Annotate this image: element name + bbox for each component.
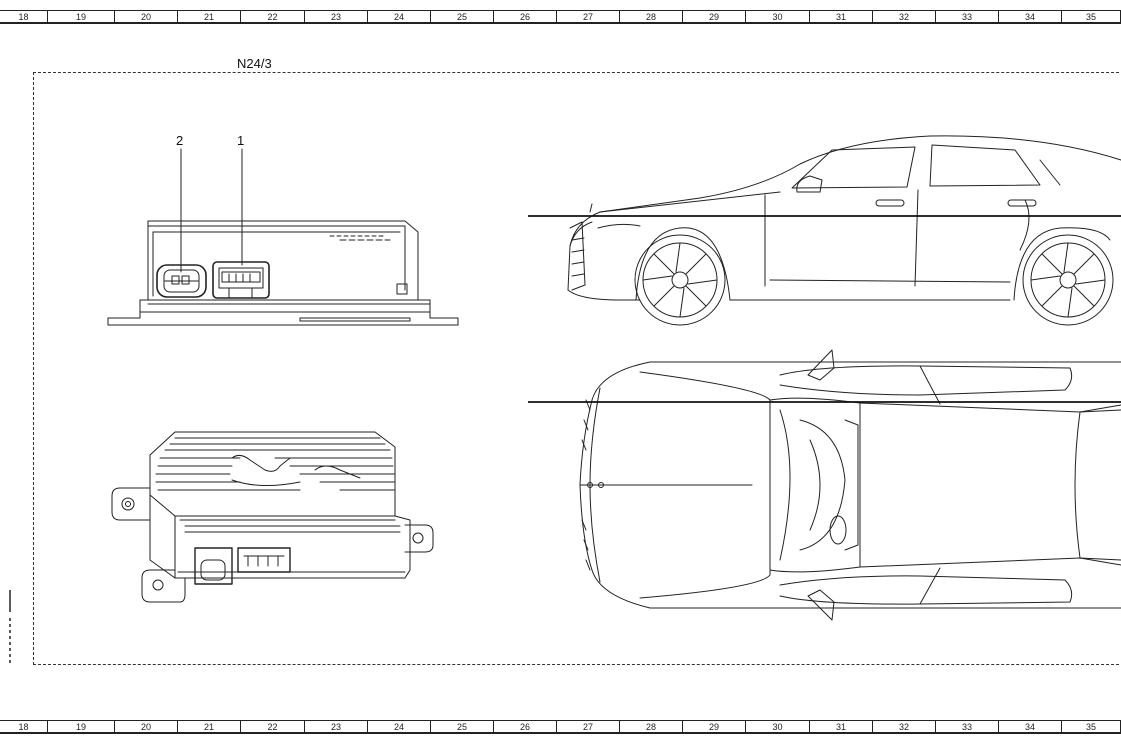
connector-2 <box>156 264 207 298</box>
top-grid-column-26: 26 <box>494 10 557 24</box>
top-grid-column-33: 33 <box>936 10 999 24</box>
callout-2: 2 <box>176 133 184 148</box>
bottom-grid-column-27: 27 <box>557 720 620 734</box>
top-grid-column-19: 19 <box>48 10 115 24</box>
bottom-grid-column-29: 29 <box>683 720 746 734</box>
bottom-grid-column-22: 22 <box>241 720 305 734</box>
connector-1 <box>212 261 270 299</box>
bottom-grid-column-18: 18 <box>0 720 48 734</box>
top-grid-column-31: 31 <box>810 10 873 24</box>
component-label: N24/3 <box>235 56 274 71</box>
bottom-grid-column-31: 31 <box>810 720 873 734</box>
top-grid-column-23: 23 <box>305 10 368 24</box>
bottom-grid-column-19: 19 <box>48 720 115 734</box>
top-grid-column-24: 24 <box>368 10 431 24</box>
bottom-grid-column-23: 23 <box>305 720 368 734</box>
bottom-grid-column-30: 30 <box>746 720 810 734</box>
vehicle-top-view <box>579 349 1121 621</box>
top-grid-column-27: 27 <box>557 10 620 24</box>
top-grid-column-28: 28 <box>620 10 683 24</box>
top-grid-column-25: 25 <box>431 10 494 24</box>
top-grid-column-34: 34 <box>999 10 1062 24</box>
bottom-grid-column-26: 26 <box>494 720 557 734</box>
bottom-grid-column-21: 21 <box>178 720 241 734</box>
top-grid-column-18: 18 <box>0 10 48 24</box>
bottom-grid-column-20: 20 <box>115 720 178 734</box>
vehicle-side-view <box>567 135 1121 326</box>
control-unit-front-view <box>107 220 459 326</box>
bottom-grid-column-33: 33 <box>936 720 999 734</box>
top-grid-column-20: 20 <box>115 10 178 24</box>
top-grid-column-29: 29 <box>683 10 746 24</box>
top-grid-column-32: 32 <box>873 10 936 24</box>
bottom-grid-column-24: 24 <box>368 720 431 734</box>
top-grid-column-30: 30 <box>746 10 810 24</box>
top-grid-column-22: 22 <box>241 10 305 24</box>
callout-1: 1 <box>237 133 245 148</box>
bottom-grid-column-32: 32 <box>873 720 936 734</box>
component-boundary-frame <box>33 72 1121 665</box>
top-grid-column-21: 21 <box>178 10 241 24</box>
left-edge-marks <box>9 590 11 666</box>
bottom-grid-column-28: 28 <box>620 720 683 734</box>
bottom-grid-column-34: 34 <box>999 720 1062 734</box>
bottom-grid-column-25: 25 <box>431 720 494 734</box>
control-unit-isometric-view <box>111 431 434 603</box>
